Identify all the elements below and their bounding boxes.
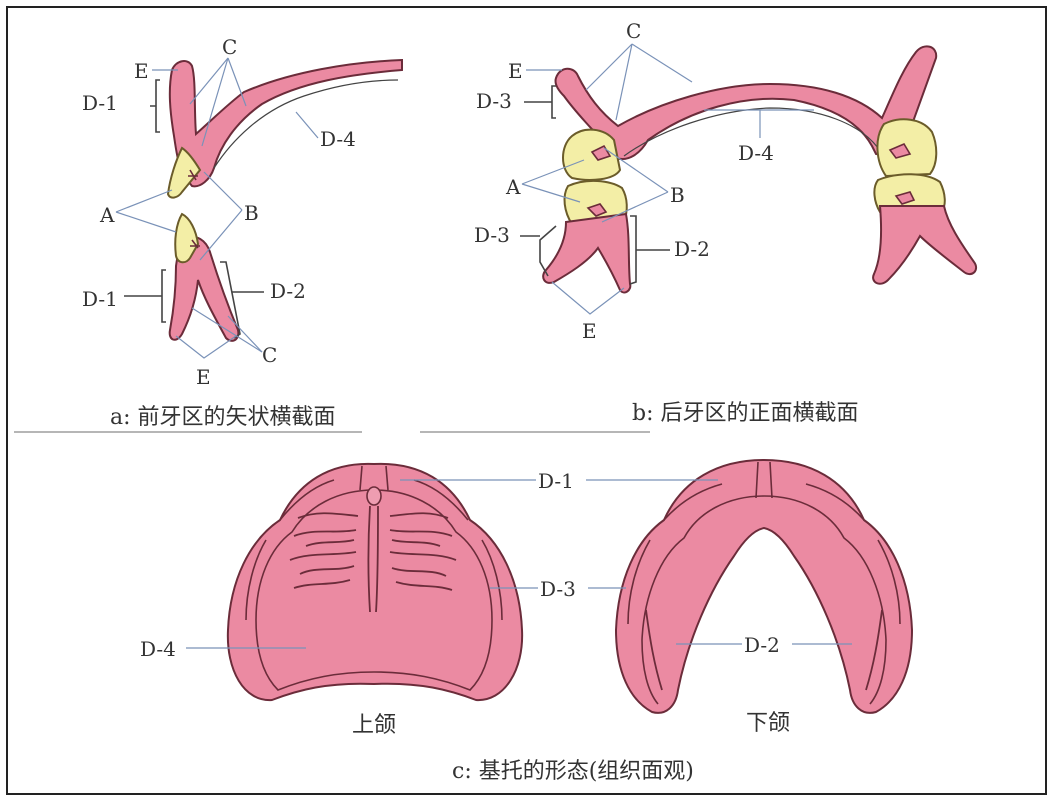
panel-c-caption: c: 基托的形态(组织面观): [452, 759, 694, 784]
panel-a-label-d4: D-4: [320, 127, 356, 151]
panel-b-caption: b: 后牙区的正面横截面: [632, 401, 859, 426]
panel-c-lower-label: 下颌: [746, 711, 790, 736]
panel-b-label-d3-top: D-3: [476, 89, 512, 113]
panel-a-upper-base: [170, 60, 402, 186]
panel-c-upper-label: 上颌: [352, 713, 396, 738]
panel-c-label-d2: D-2: [744, 633, 780, 657]
panel-a-label-d1-bottom: D-1: [82, 287, 118, 311]
panel-b-left-upper-tooth: [563, 130, 620, 180]
panel-b-label-e-top: E: [508, 59, 523, 83]
panel-a-label-b: B: [244, 201, 259, 225]
panel-a: E D-1 C D-4 A B D-2 D-1 C E a: 前牙区的矢状横截面: [82, 35, 402, 430]
panel-a-label-e-top: E: [134, 59, 149, 83]
panel-a-label-a: A: [99, 203, 115, 227]
panel-a-label-d2: D-2: [270, 279, 306, 303]
panel-c-lower-denture: [616, 460, 912, 713]
panel-a-label-c-top: C: [222, 35, 237, 59]
panel-b-label-c-top: C: [626, 19, 641, 43]
panel-c-label-d4: D-4: [140, 637, 176, 661]
panel-b-label-a: A: [505, 175, 521, 199]
panel-a-label-e-bottom: E: [196, 365, 211, 389]
panel-b-left-lower-base: [543, 214, 630, 292]
panel-a-label-d1-top: D-1: [82, 91, 118, 115]
panel-b-right-lower-base: [873, 206, 976, 284]
panel-c-label-d3: D-3: [540, 577, 576, 601]
panel-a-caption: a: 前牙区的矢状横截面: [110, 405, 336, 430]
panel-b-label-d2: D-2: [674, 237, 710, 261]
panel-b-label-d4: D-4: [738, 141, 774, 165]
panel-c-label-d1: D-1: [538, 469, 574, 493]
panel-a-label-c-bottom: C: [262, 343, 277, 367]
panel-b-label-e-bottom: E: [582, 319, 597, 343]
panel-b: C E D-3 D-4 A B D-3 D-2 E b: 后牙区的正面横截面: [474, 19, 976, 426]
panel-c: D-1 D-3 D-4 D-2 上颌 下颌 c: 基托的形态(组织面观): [140, 460, 912, 784]
panel-b-label-d3-bottom: D-3: [474, 223, 510, 247]
panel-b-label-b: B: [670, 183, 685, 207]
